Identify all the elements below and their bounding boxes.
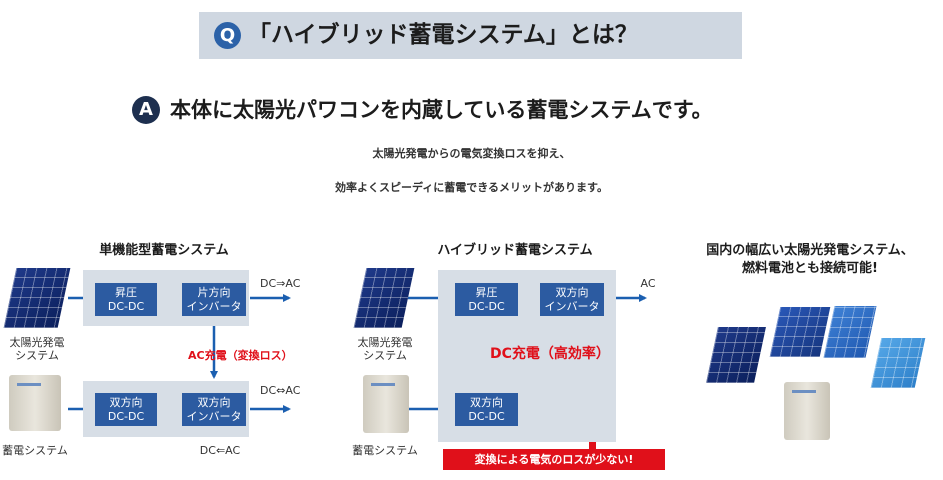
center-bidir-dcdc: 双方向 DC-DC xyxy=(455,393,518,426)
center-solar-label-2: システム xyxy=(363,349,407,362)
left-solar-label-2: システム xyxy=(15,349,59,362)
right-panel-title-1: 国内の幅広い太陽光発電システム、 xyxy=(706,243,914,258)
center-bidir-inverter: 双方向 インバータ xyxy=(540,283,604,316)
question-badge: Q xyxy=(214,22,241,49)
left-boost-label-1: 昇圧 xyxy=(115,285,137,299)
left-out-top-label: DC⇒AC xyxy=(260,277,301,290)
right-solar-panel-2 xyxy=(769,307,831,357)
center-bidir-dcdc-label-1: 双方向 xyxy=(470,395,503,409)
answer-text: 本体に太陽光パワコンを内蔵している蓄電システムです。 xyxy=(170,98,713,122)
center-battery-label: 蓄電システム xyxy=(352,444,418,457)
center-battery-icon xyxy=(363,375,409,433)
left-bidir-inverter-label-2: インバータ xyxy=(186,409,242,423)
center-boost-label-2: DC-DC xyxy=(468,299,505,313)
callout-box: 変換による電気のロスが少ない! xyxy=(443,449,665,470)
left-solar-label-1: 太陽光発電 xyxy=(9,336,65,349)
left-boost-label-2: DC-DC xyxy=(107,299,145,313)
left-inverter-label-1: 片方向 xyxy=(197,285,231,299)
center-bidir-dcdc-label-2: DC-DC xyxy=(468,409,505,423)
left-inverter-label-2: インバータ xyxy=(186,299,242,313)
left-oneway-inverter: 片方向 インバータ xyxy=(182,283,246,316)
left-bidir-dcdc-label-2: DC-DC xyxy=(107,409,145,423)
right-battery-icon xyxy=(784,382,830,440)
left-bidir-dcdc: 双方向 DC-DC xyxy=(95,393,157,426)
ac-charge-label: AC充電（変換ロス） xyxy=(188,349,293,362)
answer-badge: A xyxy=(132,96,160,124)
description-line-1: 太陽光発電からの電気変換ロスを抑え、 xyxy=(372,147,571,160)
center-boost-dcdc: 昇圧 DC-DC xyxy=(455,283,518,316)
description-line-2: 効率よくスピーディに蓄電できるメリットがあります。 xyxy=(335,181,608,194)
center-out-label: AC xyxy=(640,277,656,290)
left-bidir-inverter: 双方向 インバータ xyxy=(182,393,246,426)
left-panel-title: 単機能型蓄電システム xyxy=(99,243,229,258)
right-panel-title-2: 燃料電池とも接続可能! xyxy=(742,261,878,276)
left-battery-icon xyxy=(9,375,61,431)
center-panel-title: ハイブリッド蓄電システム xyxy=(437,243,593,258)
center-solar-label-1: 太陽光発電 xyxy=(357,336,413,349)
question-text: 「ハイブリッド蓄電システム」とは？ xyxy=(248,22,638,48)
center-inverter-label-1: 双方向 xyxy=(555,285,589,299)
left-bidir-dcdc-label-1: 双方向 xyxy=(109,395,143,409)
left-out-bottom-label: DC⇔AC xyxy=(260,384,301,397)
left-battery-label: 蓄電システム xyxy=(2,444,68,457)
question-banner xyxy=(199,12,742,59)
center-inverter-label-2: インバータ xyxy=(544,299,600,313)
center-boost-label-1: 昇圧 xyxy=(475,285,498,299)
dc-charge-label: DC充電（高効率） xyxy=(490,346,610,362)
left-boost-dcdc: 昇圧 DC-DC xyxy=(95,283,157,316)
left-bidir-inverter-label-1: 双方向 xyxy=(197,395,231,409)
left-bottom-note: DC⇐AC xyxy=(199,444,241,457)
